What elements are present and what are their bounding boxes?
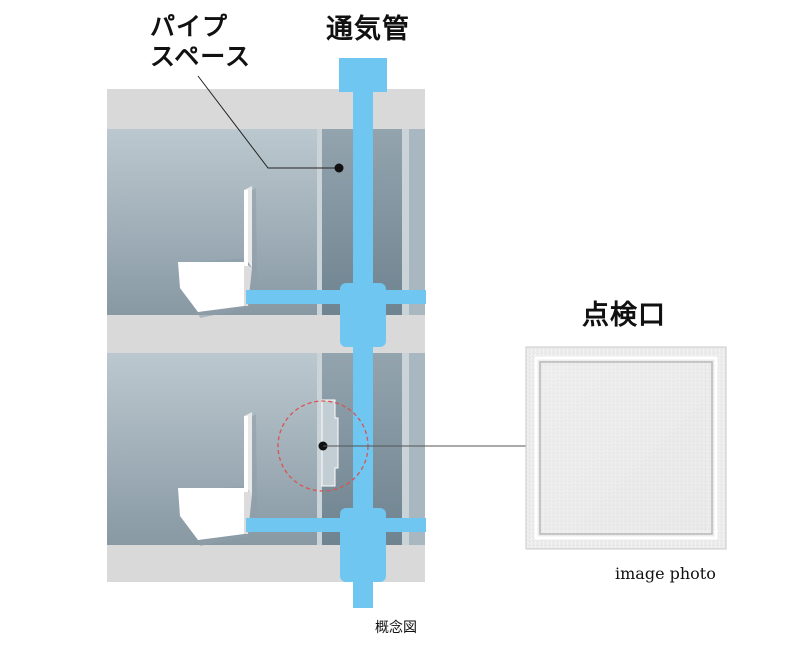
inspection-port-photo xyxy=(525,346,727,550)
pipe-joint-lower xyxy=(340,508,386,582)
toilet-lower xyxy=(178,412,257,546)
pipe-space-label: パイプ スペース xyxy=(150,12,251,72)
vent-pipe-label: 通気管 xyxy=(326,14,410,45)
pipe-joint-upper xyxy=(340,283,386,347)
branch-pipe-upper xyxy=(246,290,426,304)
floor-slab-top xyxy=(107,89,425,129)
image-photo-caption: image photo xyxy=(615,564,716,583)
leader-pipe-space xyxy=(197,75,344,173)
toilet-upper xyxy=(178,186,257,318)
pipe-space-label-line2: スペース xyxy=(150,42,252,71)
vent-pipe-top-cap xyxy=(339,58,387,92)
concept-diagram-caption: 概念図 xyxy=(375,620,417,636)
vent-pipe-riser xyxy=(353,88,373,608)
inspection-opening xyxy=(321,399,339,487)
pipe-space-label-line1: パイプ xyxy=(150,12,229,41)
inspection-port-label: 点検口 xyxy=(582,300,666,331)
vent-pipe xyxy=(246,58,426,608)
branch-pipe-lower xyxy=(246,518,426,532)
